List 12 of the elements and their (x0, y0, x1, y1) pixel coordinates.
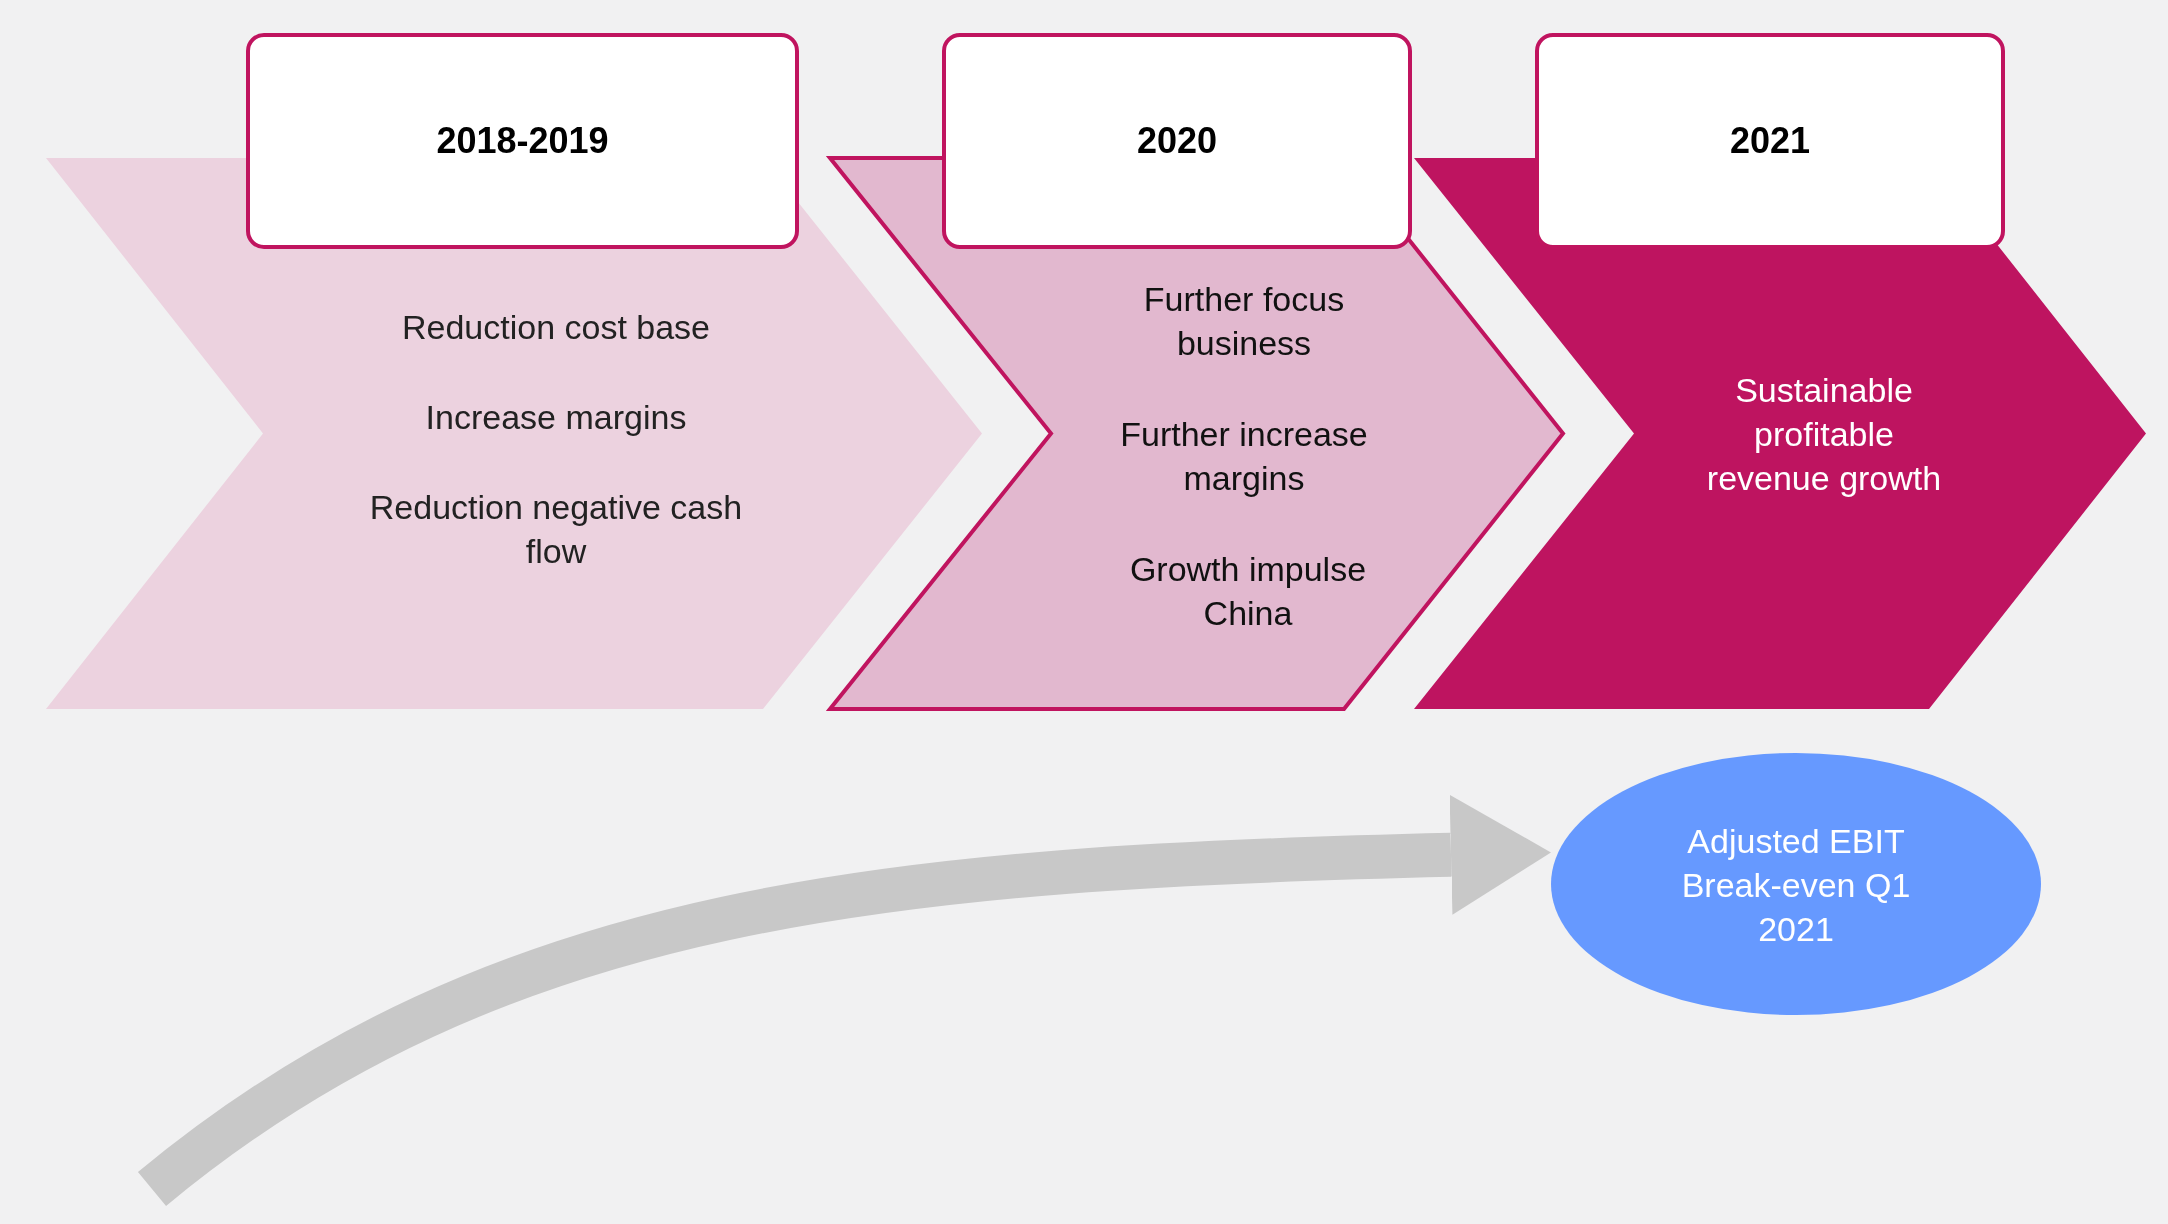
year-box: 2020 (942, 33, 1412, 249)
step-text: Further focus business (1142, 279, 1346, 364)
step-text: Reduction negative cash flow (368, 487, 744, 572)
step-text: Increase margins (424, 397, 688, 438)
step-text: Growth impulse China (1128, 549, 1368, 634)
step-text: Reduction cost base (400, 307, 712, 348)
year-box: 2021 (1535, 33, 2005, 249)
step-text: Sustainable profitable revenue growth (1705, 370, 1943, 499)
step-text: Further increase margins (1119, 414, 1369, 499)
growth-arrow (138, 794, 1551, 1207)
milestone-text: Adjusted EBIT Break-even Q1 2021 (1680, 821, 1912, 950)
year-box: 2018-2019 (246, 33, 799, 249)
